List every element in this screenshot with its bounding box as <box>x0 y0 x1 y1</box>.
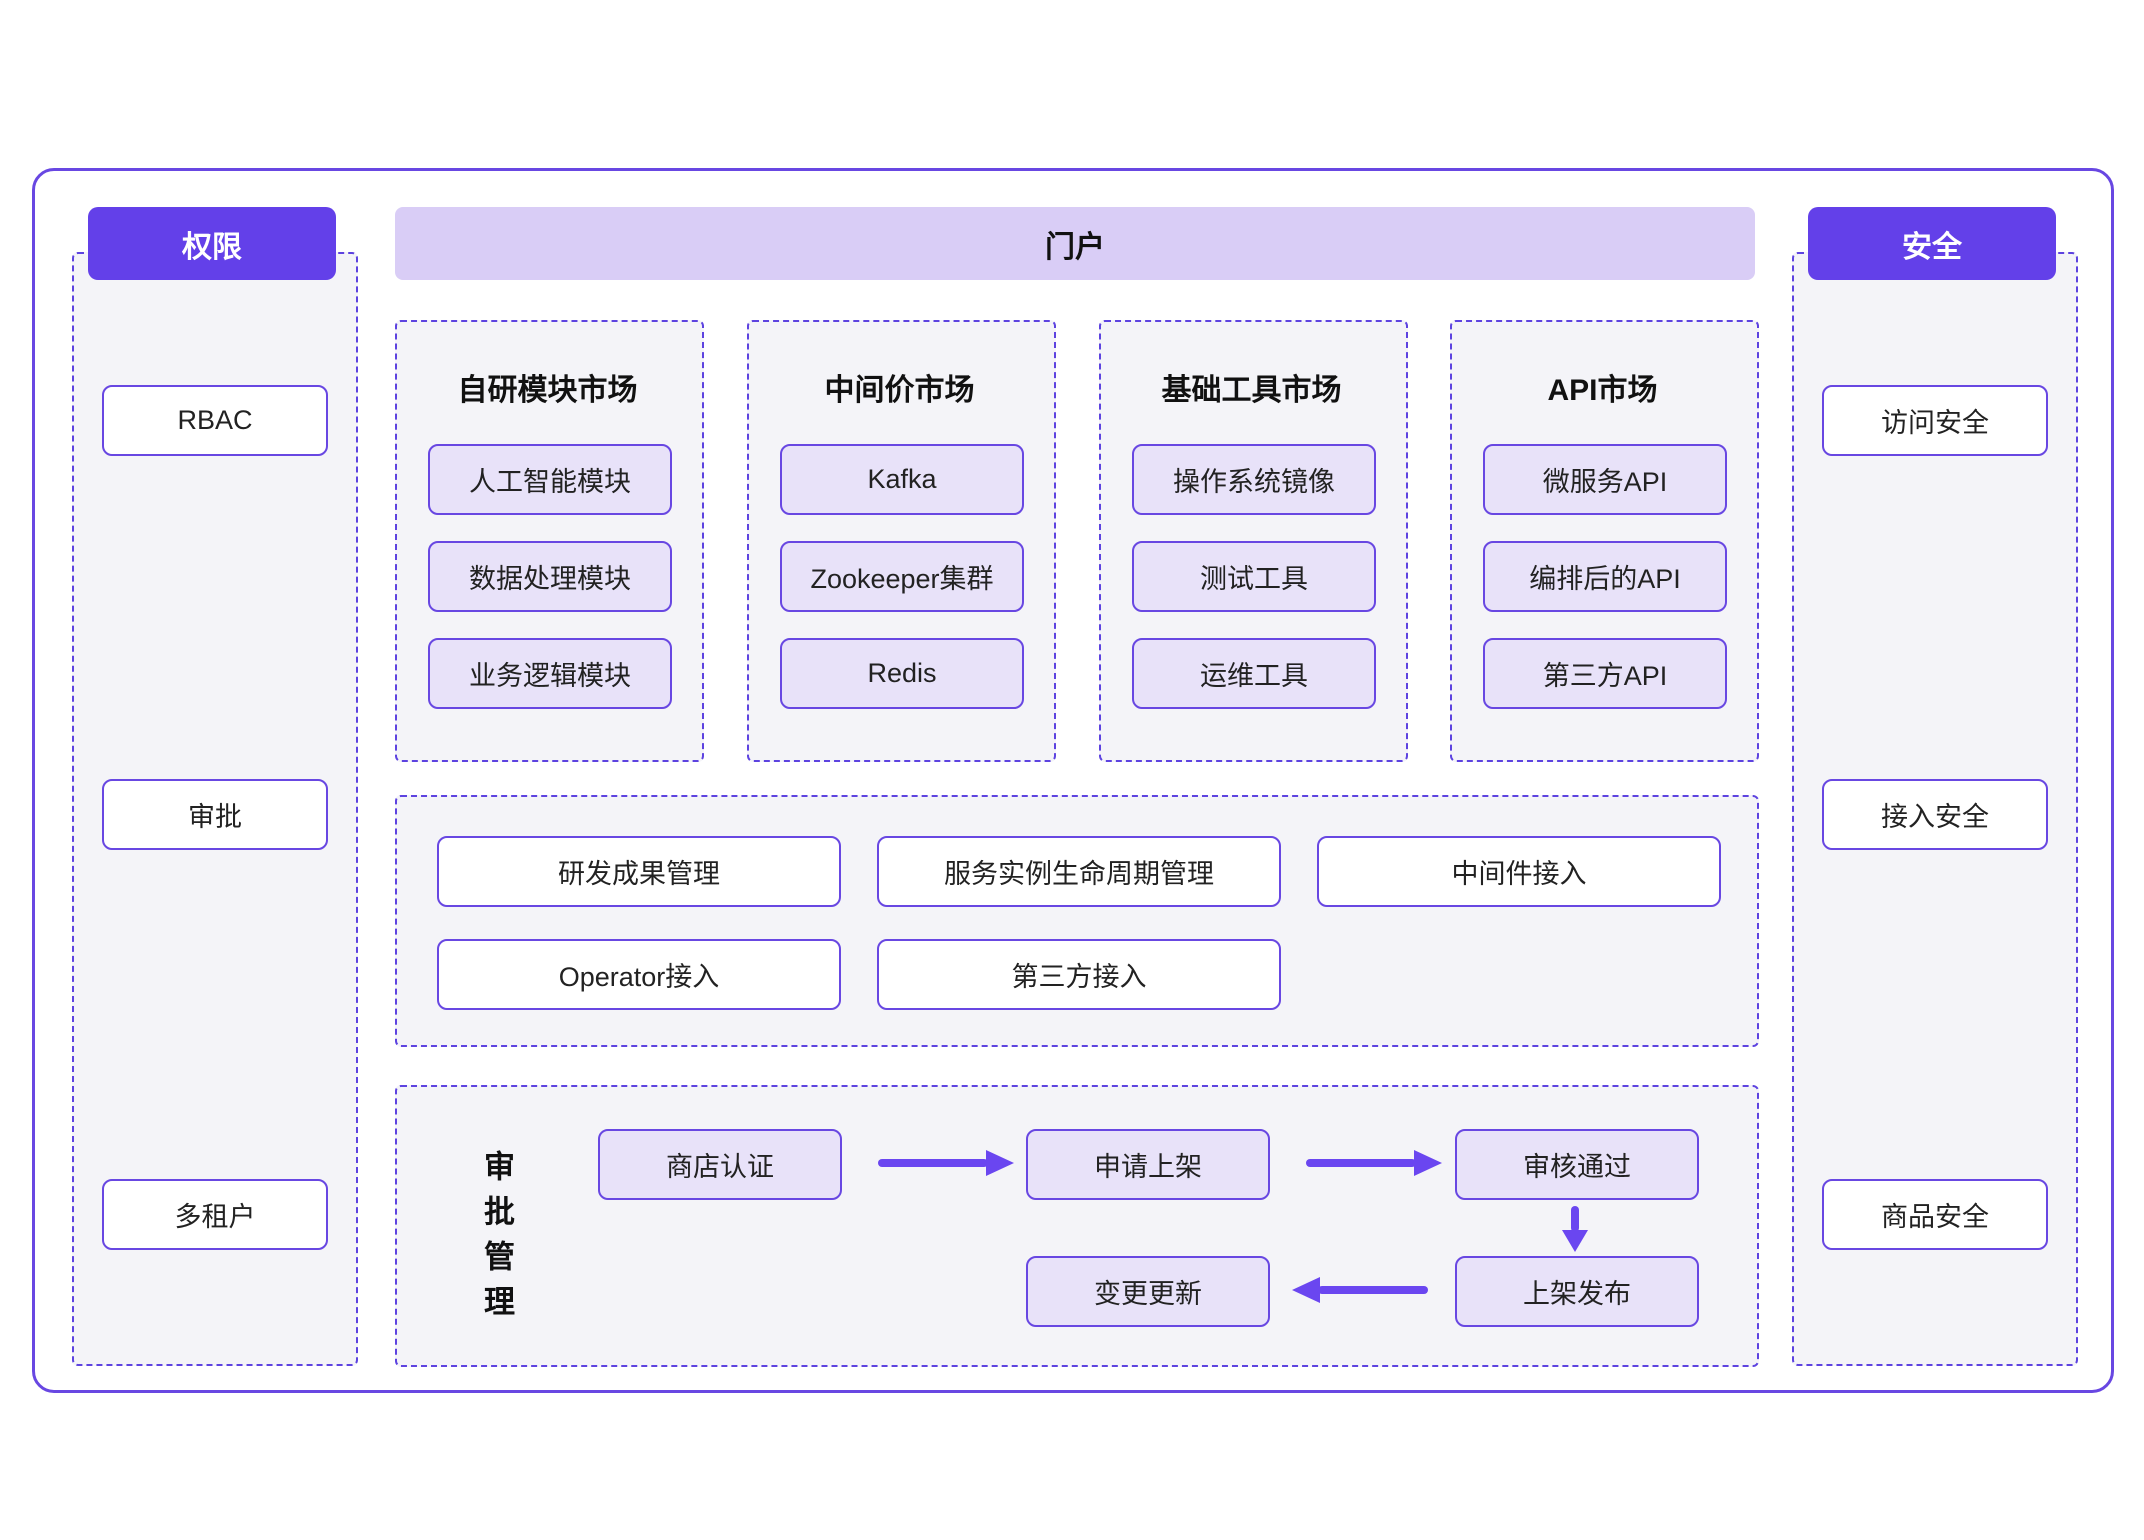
node-ai-module: 人工智能模块 <box>428 444 672 515</box>
node-os-image: 操作系统镜像 <box>1132 444 1376 515</box>
node-review-passed: 审核通过 <box>1455 1129 1699 1200</box>
node-redis: Redis <box>780 638 1024 709</box>
node-ops-tools: 运维工具 <box>1132 638 1376 709</box>
node-third-party-api: 第三方API <box>1483 638 1727 709</box>
node-service-instance-lifecycle-mgmt: 服务实例生命周期管理 <box>877 836 1281 907</box>
marketplace-title: 自研模块市场 <box>457 374 638 407</box>
node-middleware-integration: 中间件接入 <box>1317 836 1721 907</box>
node-orchestrated-api: 编排后的API <box>1483 541 1727 612</box>
arrow-left-icon <box>1292 1277 1428 1303</box>
node-microservice-api: 微服务API <box>1483 444 1727 515</box>
node-data-processing-module: 数据处理模块 <box>428 541 672 612</box>
node-product-security: 商品安全 <box>1822 1179 2048 1250</box>
node-operator-integration: Operator接入 <box>437 939 841 1010</box>
marketplace-title: 基础工具市场 <box>1161 374 1342 407</box>
node-business-logic-module: 业务逻辑模块 <box>428 638 672 709</box>
node-kafka: Kafka <box>780 444 1024 515</box>
node-multi-tenant: 多租户 <box>102 1179 328 1250</box>
marketplace-title: 中间价市场 <box>824 374 975 407</box>
node-rbac: RBAC <box>102 385 328 456</box>
approval-panel-label: 审批管理 <box>479 1150 514 1330</box>
portal-header: 门户 <box>395 207 1755 280</box>
arrow-right-icon <box>1306 1150 1442 1176</box>
node-store-certification: 商店认证 <box>598 1129 842 1200</box>
marketplace-title: API市场 <box>1547 374 1658 407</box>
node-integration-security: 接入安全 <box>1822 779 2048 850</box>
arrow-down-icon <box>1562 1206 1588 1252</box>
node-zookeeper-cluster: Zookeeper集群 <box>780 541 1024 612</box>
security-header: 安全 <box>1808 207 2056 280</box>
node-change-update: 变更更新 <box>1026 1256 1270 1327</box>
node-third-party-integration: 第三方接入 <box>877 939 1281 1010</box>
node-approval: 审批 <box>102 779 328 850</box>
node-apply-listing: 申请上架 <box>1026 1129 1270 1200</box>
arrow-right-icon <box>878 1150 1014 1176</box>
permissions-header: 权限 <box>88 207 336 280</box>
node-listing-release: 上架发布 <box>1455 1256 1699 1327</box>
node-access-security: 访问安全 <box>1822 385 2048 456</box>
node-test-tools: 测试工具 <box>1132 541 1376 612</box>
node-rnd-results-mgmt: 研发成果管理 <box>437 836 841 907</box>
